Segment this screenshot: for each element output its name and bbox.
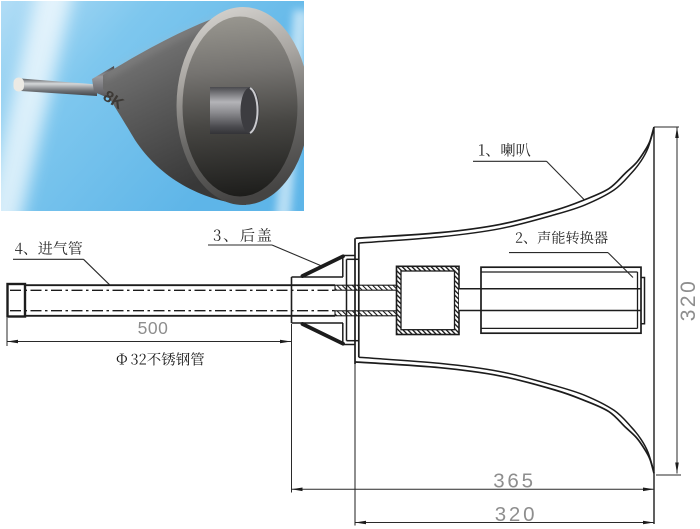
svg-text:320: 320 (495, 503, 538, 526)
svg-text:320: 320 (677, 279, 700, 322)
svg-text:365: 365 (493, 470, 536, 493)
svg-text:500: 500 (138, 318, 169, 338)
